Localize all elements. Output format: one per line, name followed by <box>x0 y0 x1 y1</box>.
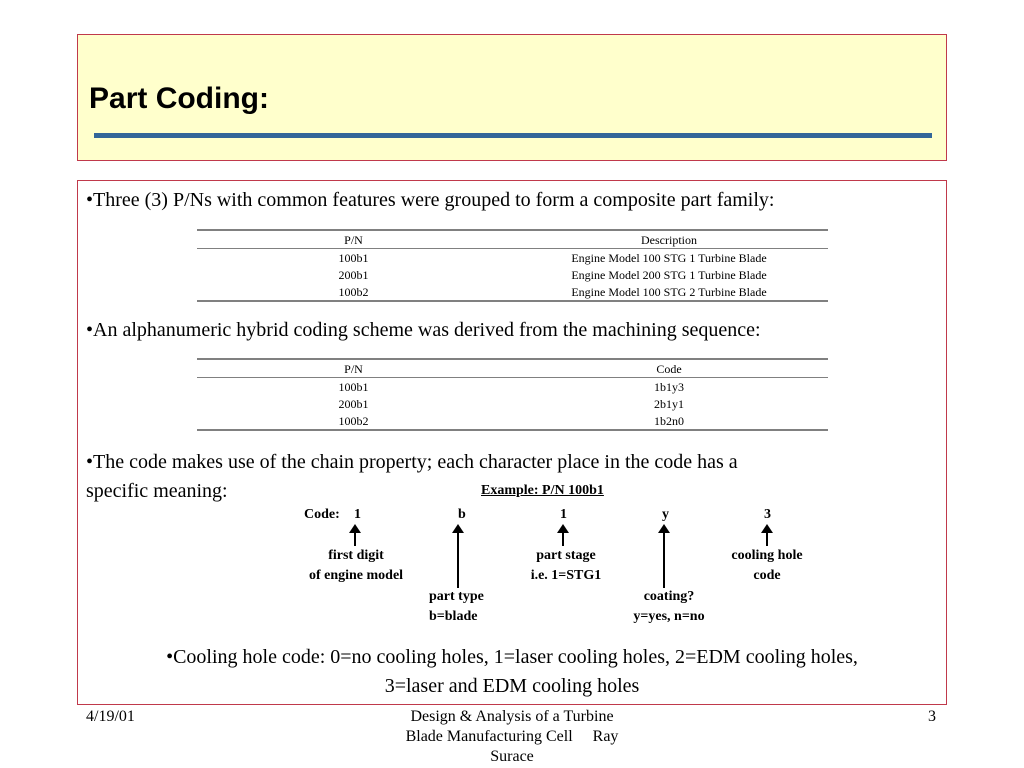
part-family-table: P/N Description 100b1 Engine Model 100 S… <box>197 229 828 302</box>
part-code-table: P/N Code 100b1 1b1y3 200b1 2b1y1 100b2 1… <box>197 358 828 431</box>
label-part-stage-line1: part stage <box>536 548 596 563</box>
bullet-coding-scheme: •An alphanumeric hybrid coding scheme wa… <box>86 319 761 341</box>
cell-pn: 100b2 <box>197 412 510 431</box>
footer-page-number: 3 <box>928 708 936 725</box>
cell-description: Engine Model 100 STG 2 Turbine Blade <box>510 283 828 302</box>
arrow-up-icon <box>452 524 464 588</box>
content-box: •Three (3) P/Ns with common features wer… <box>77 180 947 705</box>
label-part-type-line2: b=blade <box>429 609 478 624</box>
cell-pn: 200b1 <box>338 267 369 282</box>
column-header-pn: P/N <box>197 358 510 378</box>
footer-center-line3: Surace <box>490 748 534 765</box>
bullet-cooling-hole-code-line2: 3=laser and EDM cooling holes <box>384 675 640 697</box>
slide-title: Part Coding: <box>89 82 269 115</box>
arrow-up-icon <box>557 524 569 546</box>
arrow-up-icon <box>349 524 361 546</box>
title-box: Part Coding: <box>77 34 947 161</box>
code-label: Code: <box>304 507 340 522</box>
footer-date: 4/19/01 <box>86 708 135 725</box>
table-row: 100b1 Engine Model 100 STG 1 Turbine Bla… <box>197 249 828 267</box>
footer-center-text: Design & Analysis of a Turbine Blade Man… <box>362 707 662 767</box>
code-char-3: 1 <box>560 507 567 522</box>
code-char-2: b <box>458 507 466 522</box>
cell-pn: 100b1 <box>338 379 369 394</box>
footer-center-line2: Blade Manufacturing Cell Ray <box>405 728 619 745</box>
cell-pn: 100b2 <box>197 283 510 302</box>
table-row: 100b1 1b1y3 <box>197 378 828 396</box>
label-cooling-hole-line1: cooling hole <box>731 548 803 563</box>
label-coating-line1: coating? <box>643 589 695 604</box>
table-header-row: P/N Code <box>197 358 828 378</box>
code-char-1: 1 <box>354 507 361 522</box>
cell-description: Engine Model 100 STG 1 Turbine Blade <box>571 250 767 265</box>
arrow-up-icon <box>761 524 773 546</box>
label-first-digit-line2: of engine model <box>308 568 404 583</box>
table-row: 200b1 2b1y1 <box>197 395 828 412</box>
code-char-5: 3 <box>764 507 771 522</box>
example-title: Example: P/N 100b1 <box>481 483 604 498</box>
bullet-chain-property-line2: specific meaning: <box>86 480 228 502</box>
cell-pn: 200b1 <box>338 396 369 411</box>
label-first-digit-line1: first digit <box>328 548 384 563</box>
cell-code: 1b2n0 <box>510 412 828 431</box>
table-row: 100b2 1b2n0 <box>197 412 828 431</box>
table-row: 100b2 Engine Model 100 STG 2 Turbine Bla… <box>197 283 828 302</box>
column-header-pn: P/N <box>197 229 510 249</box>
cell-pn: 100b1 <box>338 250 369 265</box>
label-cooling-hole-line2: code <box>753 568 781 583</box>
bullet-chain-property-line1: •The code makes use of the chain propert… <box>86 451 738 473</box>
bullet-cooling-hole-code-line1: •Cooling hole code: 0=no cooling holes, … <box>166 646 858 668</box>
arrow-up-icon <box>658 524 670 588</box>
column-header-code: Code <box>510 358 828 378</box>
footer-center-line1: Design & Analysis of a Turbine <box>410 708 614 725</box>
bullet-part-family: •Three (3) P/Ns with common features wer… <box>86 189 775 211</box>
label-part-stage-line2: i.e. 1=STG1 <box>530 568 602 583</box>
title-underline-rule <box>94 133 932 138</box>
label-coating-line2: y=yes, n=no <box>633 609 705 624</box>
code-char-4: y <box>662 507 669 522</box>
table-row: 200b1 Engine Model 200 STG 1 Turbine Bla… <box>197 266 828 283</box>
cell-code: 2b1y1 <box>654 396 684 411</box>
table-header-row: P/N Description <box>197 229 828 249</box>
column-header-description: Description <box>510 229 828 249</box>
cell-code: 1b1y3 <box>654 379 684 394</box>
label-part-type-line1: part type <box>429 589 484 604</box>
cell-description: Engine Model 200 STG 1 Turbine Blade <box>571 267 767 282</box>
